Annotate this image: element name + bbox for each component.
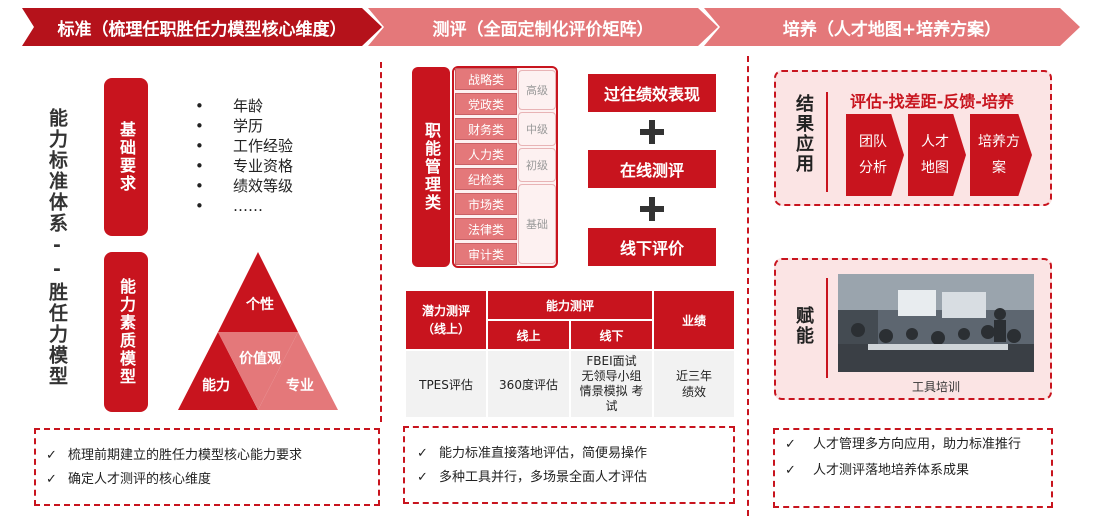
category-item: 财务类 bbox=[455, 118, 517, 140]
header-training: 培养（人才地图+培养方案） bbox=[704, 8, 1080, 46]
table-cell: TPES评估 bbox=[405, 350, 487, 418]
list-item: ✓确定人才测评的核心维度 bbox=[46, 468, 378, 492]
check-icon: ✓ bbox=[46, 448, 57, 463]
right-notes-box: ✓人才管理多方向应用，助力标准推行 ✓人才测评落地培养体系成果 bbox=[773, 428, 1053, 508]
bullet-icon: • bbox=[195, 97, 204, 115]
model-vertical-title: 能力标准体系--胜任力模型 bbox=[46, 108, 68, 387]
list-item: ✓多种工具并行，多场景全面人才评估 bbox=[417, 466, 733, 490]
list-item: •专业资格 bbox=[195, 157, 294, 175]
level-item: 中级 bbox=[518, 112, 556, 146]
list-item: ✓梳理前期建立的胜任力模型核心能力要求 bbox=[46, 444, 378, 468]
table-cell: 360度评估 bbox=[487, 350, 570, 418]
table-header-performance: 业绩 bbox=[653, 290, 735, 350]
middle-notes-box: ✓能力标准直接落地评估，简便易操作 ✓多种工具并行，多场景全面人才评估 bbox=[403, 426, 735, 504]
empower-label: 赋能 bbox=[793, 306, 814, 346]
basic-items-list: •年龄 •学历 •工作经验 •专业资格 •绩效等级 •…… bbox=[195, 96, 355, 216]
list-item: •…… bbox=[195, 197, 263, 215]
eval-box-performance: 过往绩效表现 bbox=[588, 74, 716, 112]
level-item: 初级 bbox=[518, 148, 556, 182]
competency-triangle bbox=[178, 252, 338, 410]
triangle-center bbox=[218, 332, 298, 410]
photo-caption: 工具培训 bbox=[911, 380, 960, 394]
table-header-potential: 潜力测评（线上） bbox=[405, 290, 487, 350]
table-cell: FBEI面试 无领导小组 情景模拟 考试 bbox=[570, 350, 653, 418]
bullet-icon: • bbox=[195, 177, 204, 195]
bullet-icon: • bbox=[195, 197, 204, 215]
separator-right bbox=[747, 56, 749, 516]
table-cell: 近三年 绩效 bbox=[653, 350, 735, 418]
check-icon: ✓ bbox=[785, 463, 796, 478]
triangle-label-top: 个性 bbox=[246, 297, 274, 313]
triangle-right bbox=[258, 332, 338, 410]
eval-box-online: 在线测评 bbox=[588, 150, 716, 188]
level-item: 基础 bbox=[518, 184, 556, 264]
level-item: 高级 bbox=[518, 70, 556, 110]
result-item-training-plan: 培养方案 bbox=[970, 114, 1032, 196]
triangle-top bbox=[218, 252, 298, 332]
triangle-left bbox=[178, 332, 258, 410]
header-evaluation: 测评（全面定制化评价矩阵） bbox=[368, 8, 718, 46]
header-standard: 标准（梳理任职胜任力模型核心维度） bbox=[22, 8, 382, 46]
result-application-label: 结果应用 bbox=[793, 94, 814, 174]
plus-icon bbox=[640, 197, 664, 221]
plus-icon bbox=[640, 120, 664, 144]
category-item: 市场类 bbox=[455, 193, 517, 215]
bullet-icon: • bbox=[195, 157, 204, 175]
table-header-online: 线上 bbox=[487, 320, 570, 350]
category-item: 战略类 bbox=[455, 68, 517, 90]
category-item: 人力类 bbox=[455, 143, 517, 165]
check-icon: ✓ bbox=[417, 470, 428, 485]
category-item: 党政类 bbox=[455, 93, 517, 115]
check-icon: ✓ bbox=[417, 446, 428, 461]
basic-requirements-label: 基础要求 bbox=[104, 78, 148, 236]
list-item: •学历 bbox=[195, 117, 264, 135]
list-item: ✓人才管理多方向应用，助力标准推行 bbox=[785, 432, 1051, 458]
table-header-ability: 能力测评 bbox=[487, 290, 653, 320]
training-photo bbox=[838, 274, 1034, 372]
list-item: •年龄 bbox=[195, 97, 264, 115]
left-notes-box: ✓梳理前期建立的胜任力模型核心能力要求 ✓确定人才测评的核心维度 bbox=[34, 428, 380, 506]
bullet-icon: • bbox=[195, 137, 204, 155]
quality-model-label: 能力素质模型 bbox=[104, 252, 148, 412]
result-title: 评估-找差距-反馈-培养 bbox=[850, 92, 1014, 111]
empower-divider bbox=[826, 278, 828, 378]
separator-left bbox=[380, 62, 382, 422]
check-icon: ✓ bbox=[785, 437, 796, 452]
result-item-team-analysis: 团队分析 bbox=[846, 114, 904, 196]
triangle-label-center: 价值观 bbox=[239, 351, 281, 367]
triangle-label-left: 能力 bbox=[202, 378, 230, 394]
category-item: 审计类 bbox=[455, 243, 517, 265]
list-item: ✓能力标准直接落地评估，简便易操作 bbox=[417, 442, 733, 466]
list-item: •工作经验 bbox=[195, 137, 294, 155]
bullet-icon: • bbox=[195, 117, 204, 135]
check-icon: ✓ bbox=[46, 472, 57, 487]
category-item: 纪检类 bbox=[455, 168, 517, 190]
list-item: •绩效等级 bbox=[195, 177, 294, 195]
result-item-talent-map: 人才地图 bbox=[908, 114, 966, 196]
eval-box-offline: 线下评价 bbox=[588, 228, 716, 266]
list-item: ✓人才测评落地培养体系成果 bbox=[785, 458, 1051, 484]
table-header-offline: 线下 bbox=[570, 320, 653, 350]
category-item: 法律类 bbox=[455, 218, 517, 240]
result-divider bbox=[826, 92, 828, 192]
job-category-label: 职能管理类 bbox=[412, 67, 450, 267]
triangle-label-right: 专业 bbox=[286, 378, 314, 394]
